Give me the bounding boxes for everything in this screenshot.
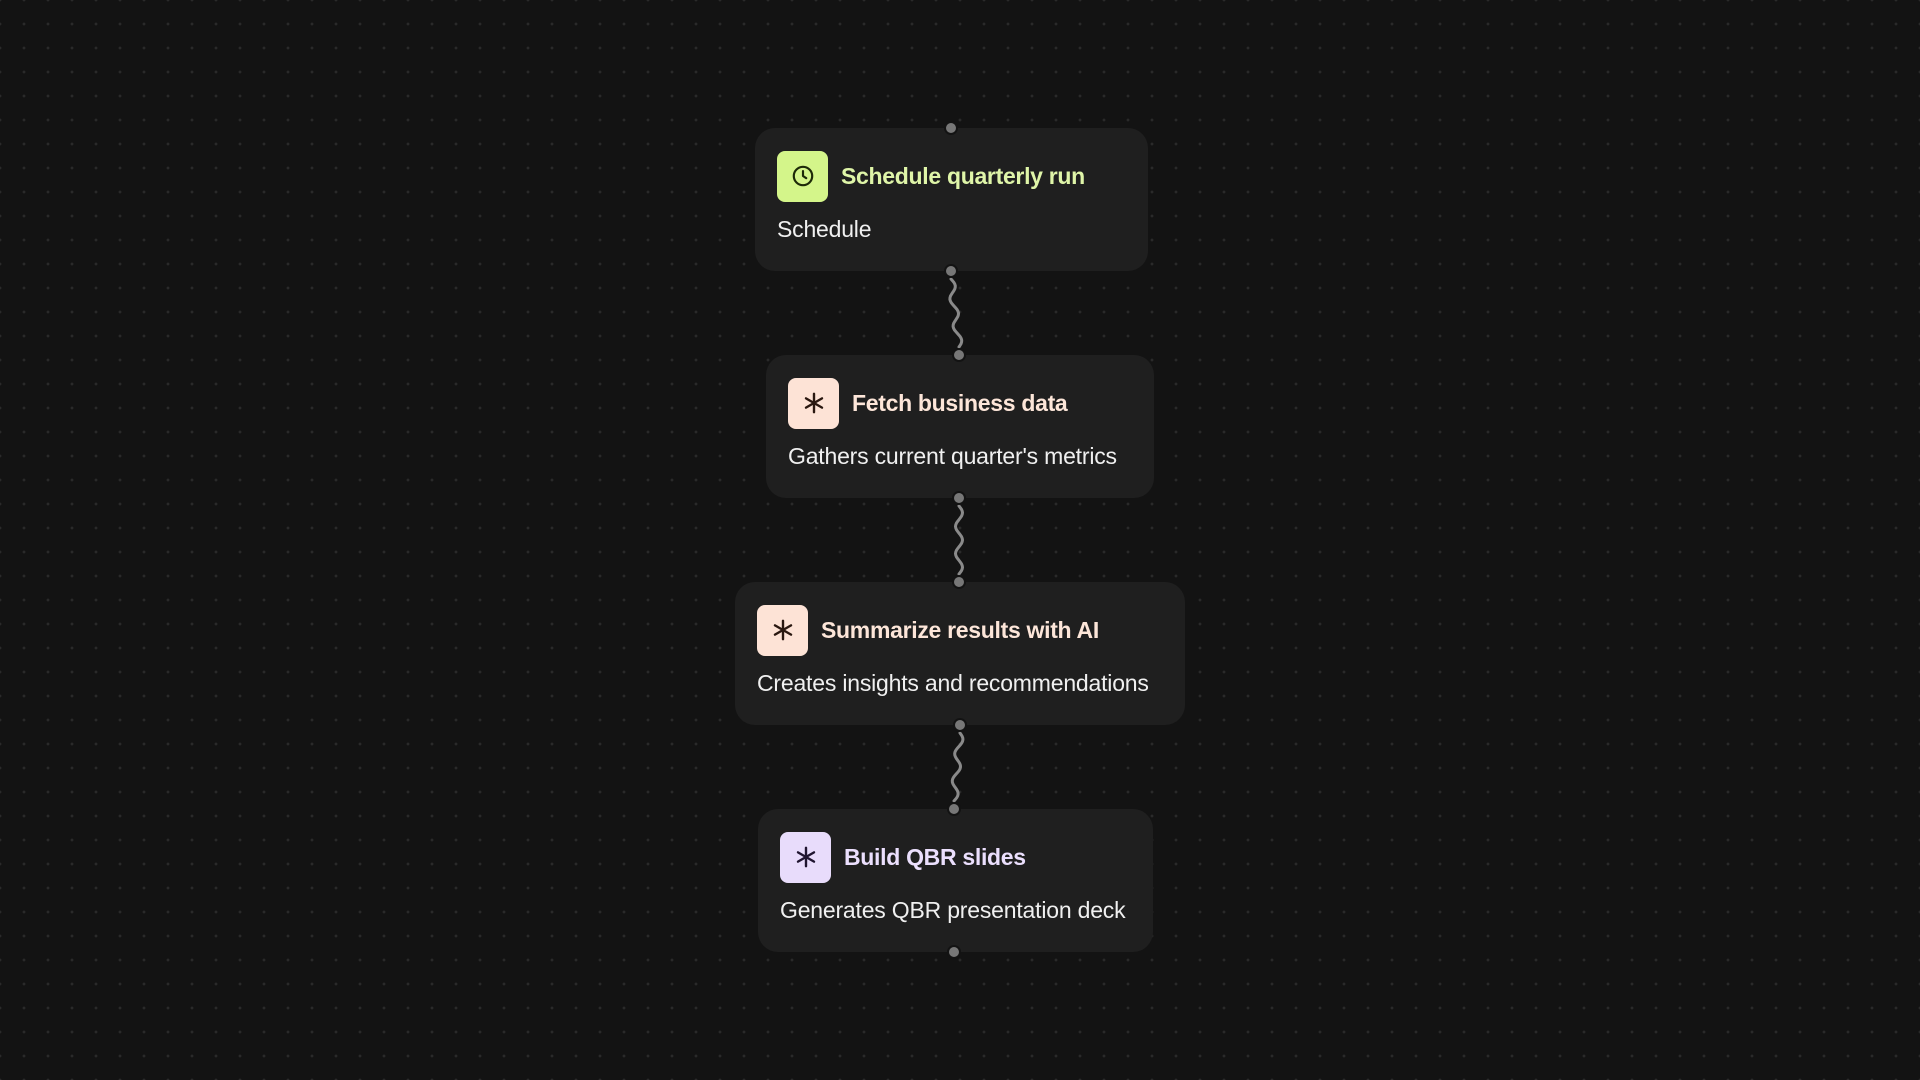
output-handle[interactable]	[944, 264, 958, 278]
connector-edge[interactable]	[953, 504, 965, 576]
asterisk-icon	[757, 604, 808, 656]
input-handle[interactable]	[952, 575, 966, 589]
asterisk-icon	[788, 377, 839, 429]
node-header: Build QBR slides	[780, 831, 1131, 883]
node-description: Generates QBR presentation deck	[780, 897, 1126, 923]
clock-icon	[777, 150, 828, 202]
node-fetch-business-data[interactable]: Fetch business data Gathers current quar…	[766, 355, 1154, 498]
output-handle[interactable]	[947, 945, 961, 959]
output-handle[interactable]	[953, 718, 967, 732]
node-title: Summarize results with AI	[821, 616, 1099, 643]
node-build-qbr-slides[interactable]: Build QBR slides Generates QBR presentat…	[758, 809, 1153, 952]
node-schedule-quarterly-run[interactable]: Schedule quarterly run Schedule	[755, 128, 1148, 271]
input-handle[interactable]	[944, 121, 958, 135]
node-header: Schedule quarterly run	[777, 150, 1126, 202]
asterisk-icon	[780, 831, 831, 883]
node-title: Fetch business data	[852, 389, 1068, 416]
connector-edge[interactable]	[950, 731, 965, 803]
node-summarize-results-with-ai[interactable]: Summarize results with AI Creates insigh…	[735, 582, 1185, 725]
node-title: Schedule quarterly run	[841, 162, 1085, 189]
node-title: Build QBR slides	[844, 843, 1026, 870]
node-description: Creates insights and recommendations	[757, 670, 1149, 696]
output-handle[interactable]	[952, 491, 966, 505]
input-handle[interactable]	[947, 802, 961, 816]
node-description: Gathers current quarter's metrics	[788, 443, 1117, 469]
node-header: Fetch business data	[788, 377, 1132, 429]
node-description: Schedule	[777, 216, 872, 242]
node-header: Summarize results with AI	[757, 604, 1163, 656]
connector-edge[interactable]	[948, 277, 964, 349]
input-handle[interactable]	[952, 348, 966, 362]
